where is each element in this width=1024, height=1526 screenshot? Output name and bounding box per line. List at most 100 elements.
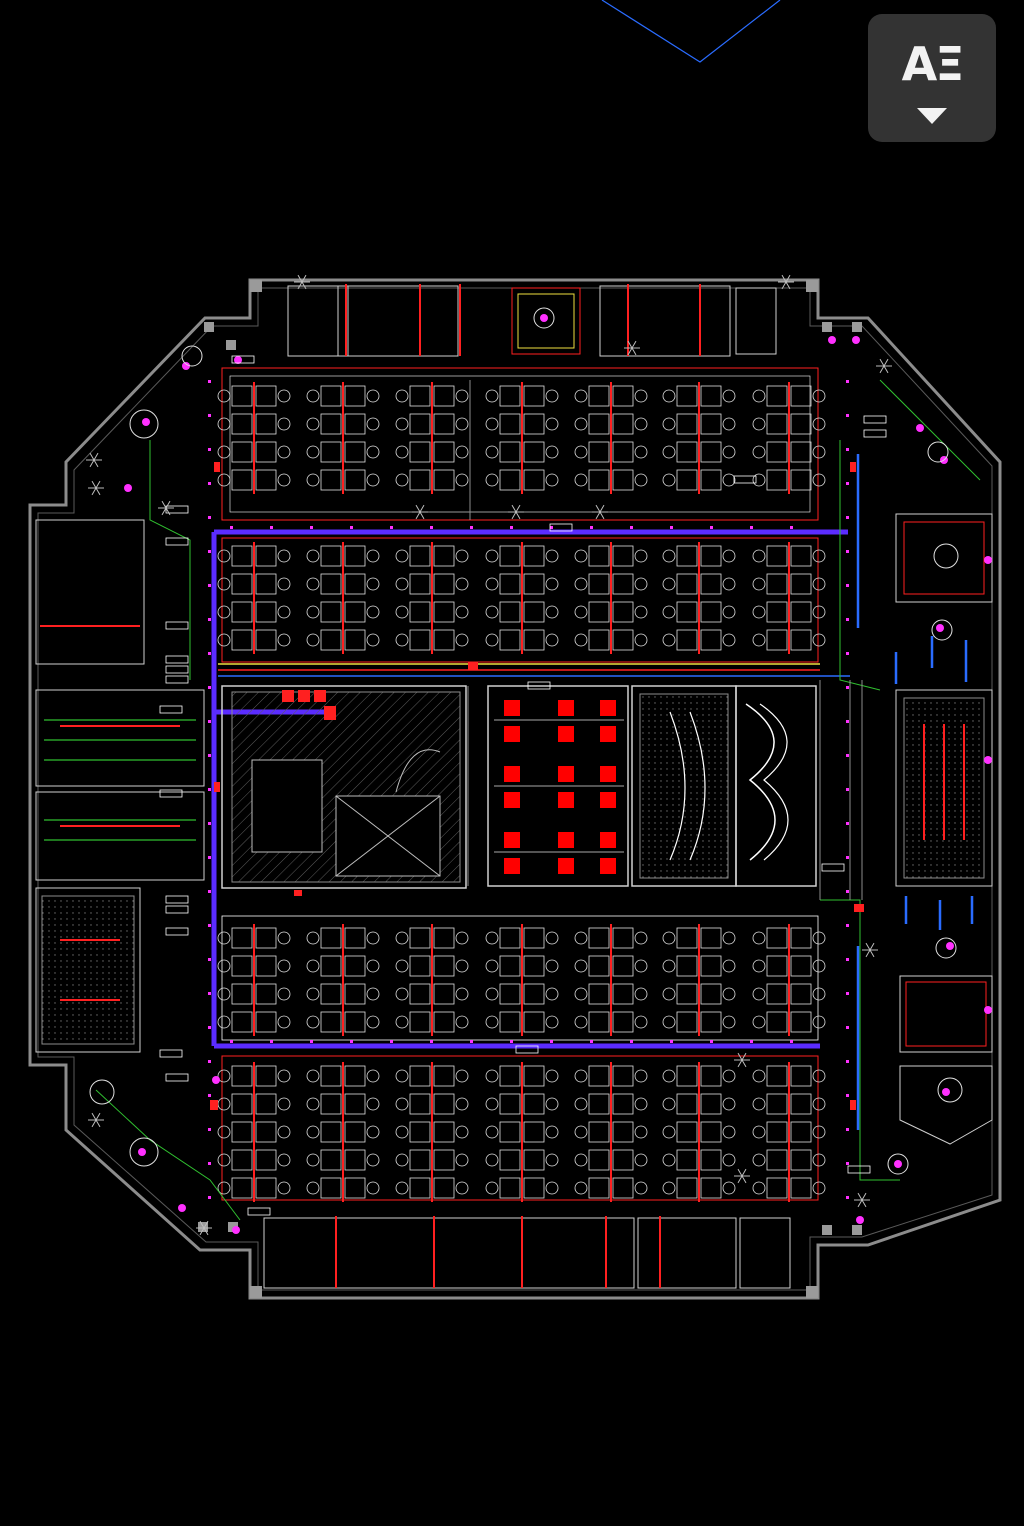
tag-box xyxy=(863,429,887,438)
annotation-dot xyxy=(852,336,860,344)
annotation-dot xyxy=(916,424,924,432)
tag-box xyxy=(165,665,189,674)
desk-cluster xyxy=(662,382,736,494)
round-furniture xyxy=(86,274,963,1236)
desk-cluster xyxy=(485,924,559,1036)
plant xyxy=(294,274,310,290)
tag-box xyxy=(247,1207,271,1216)
construction-line xyxy=(601,0,781,63)
tag-box xyxy=(165,655,189,664)
room-lounge xyxy=(735,685,817,887)
plant xyxy=(734,1052,750,1068)
desk-cluster xyxy=(752,382,826,494)
desk-cluster xyxy=(306,924,380,1036)
tag-box xyxy=(847,1165,871,1174)
annotation-dot xyxy=(984,556,992,564)
desk-cluster xyxy=(662,924,736,1036)
plant xyxy=(196,1220,212,1236)
annotation-dot xyxy=(232,1226,240,1234)
desk-cluster xyxy=(395,542,469,654)
round-table xyxy=(181,345,203,367)
annotation-dot xyxy=(828,336,836,344)
desk-group-low xyxy=(217,924,826,1036)
red-block xyxy=(504,832,520,848)
plant xyxy=(624,340,640,356)
desk-cluster xyxy=(485,1062,559,1202)
desk-group-top xyxy=(217,382,826,494)
desk-cluster xyxy=(662,1062,736,1202)
tag-box xyxy=(527,681,551,690)
annotation-dot xyxy=(540,314,548,322)
red-block xyxy=(504,858,520,874)
tag-box xyxy=(165,895,189,904)
desk-cluster xyxy=(752,924,826,1036)
plant xyxy=(158,500,174,516)
desk-cluster xyxy=(217,382,291,494)
plant xyxy=(86,452,102,468)
bottom-offices xyxy=(263,1217,791,1289)
tag-box xyxy=(733,475,757,484)
round-table xyxy=(129,409,159,439)
round-table xyxy=(89,1079,115,1105)
left-wing-rooms xyxy=(35,519,205,1053)
plant xyxy=(508,504,524,520)
desk-cluster xyxy=(395,924,469,1036)
tag-box xyxy=(165,1073,189,1082)
desk-group-bottom xyxy=(217,1062,826,1202)
tag-box xyxy=(165,927,189,936)
core-stairs xyxy=(221,685,467,889)
text-style-icon: AΞ xyxy=(901,37,965,91)
text-style-button[interactable]: AΞ xyxy=(868,14,996,142)
desk-cluster xyxy=(485,382,559,494)
chevron-down-icon xyxy=(917,108,947,124)
annotation-dot xyxy=(212,1076,220,1084)
zone-open-office-1 xyxy=(221,367,819,521)
annotation-dot xyxy=(936,624,944,632)
annotation-dot xyxy=(138,1148,146,1156)
plant xyxy=(88,1112,104,1128)
desk-cluster xyxy=(217,542,291,654)
round-table xyxy=(931,619,953,641)
red-block xyxy=(558,726,574,742)
red-block-grid xyxy=(494,700,624,874)
desk-cluster xyxy=(752,1062,826,1202)
tag-box xyxy=(159,1049,183,1058)
round-table xyxy=(129,1137,159,1167)
red-block xyxy=(600,766,616,782)
desk-cluster xyxy=(574,924,648,1036)
zone-open-office-4 xyxy=(221,1055,819,1201)
annotation-dot xyxy=(984,1006,992,1014)
desk-cluster xyxy=(306,542,380,654)
round-table xyxy=(927,441,949,463)
plant xyxy=(734,1168,750,1184)
desk-cluster xyxy=(574,382,648,494)
desk-cluster xyxy=(662,542,736,654)
desk-cluster xyxy=(395,382,469,494)
annotation-dot xyxy=(894,1160,902,1168)
red-block xyxy=(600,792,616,808)
desk-cluster xyxy=(306,382,380,494)
desk-cluster xyxy=(574,542,648,654)
annotation-markers xyxy=(124,314,992,1234)
plant xyxy=(876,358,892,374)
round-table xyxy=(887,1153,909,1175)
desk-cluster xyxy=(306,1062,380,1202)
desk-cluster xyxy=(395,1062,469,1202)
room-boardroom xyxy=(631,685,737,887)
tag-box xyxy=(165,675,189,684)
round-table xyxy=(933,543,959,569)
top-offices xyxy=(287,285,777,357)
tag-box xyxy=(231,355,255,364)
red-block xyxy=(504,726,520,742)
red-block xyxy=(600,700,616,716)
desk-cluster xyxy=(574,1062,648,1202)
tag-box xyxy=(159,789,183,798)
building-inner-outline xyxy=(37,287,993,1291)
tag-box xyxy=(165,905,189,914)
plant xyxy=(778,274,794,290)
building-outline xyxy=(28,278,1002,1300)
red-block xyxy=(504,766,520,782)
tag-box xyxy=(515,1045,539,1054)
tag-box xyxy=(165,621,189,630)
